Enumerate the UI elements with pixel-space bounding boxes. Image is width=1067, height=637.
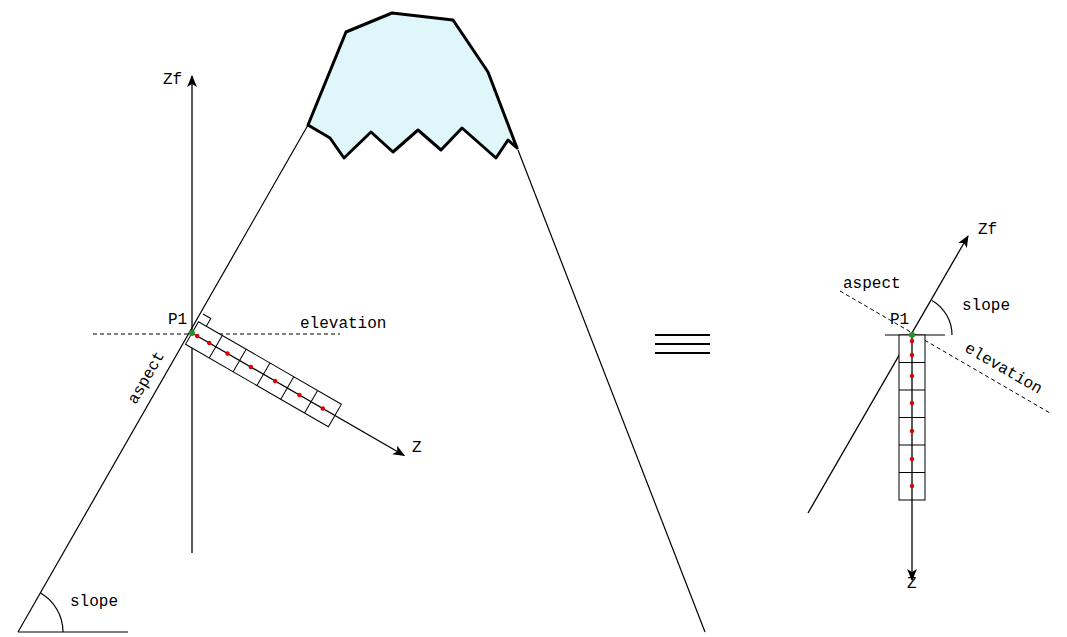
axis-label: aspect [126, 349, 169, 407]
axis-label: elevation [300, 316, 386, 332]
axis-label: Zf [163, 72, 182, 88]
axis-label: Z [907, 576, 917, 592]
axis-label: aspect [843, 276, 901, 292]
axis-label: Z [412, 440, 422, 456]
axis-label: P1 [168, 312, 187, 328]
axis-label: Zf [978, 222, 997, 238]
axis-label: slope [962, 298, 1010, 314]
axis-label: P1 [890, 312, 909, 328]
axis-label: slope [70, 594, 118, 610]
